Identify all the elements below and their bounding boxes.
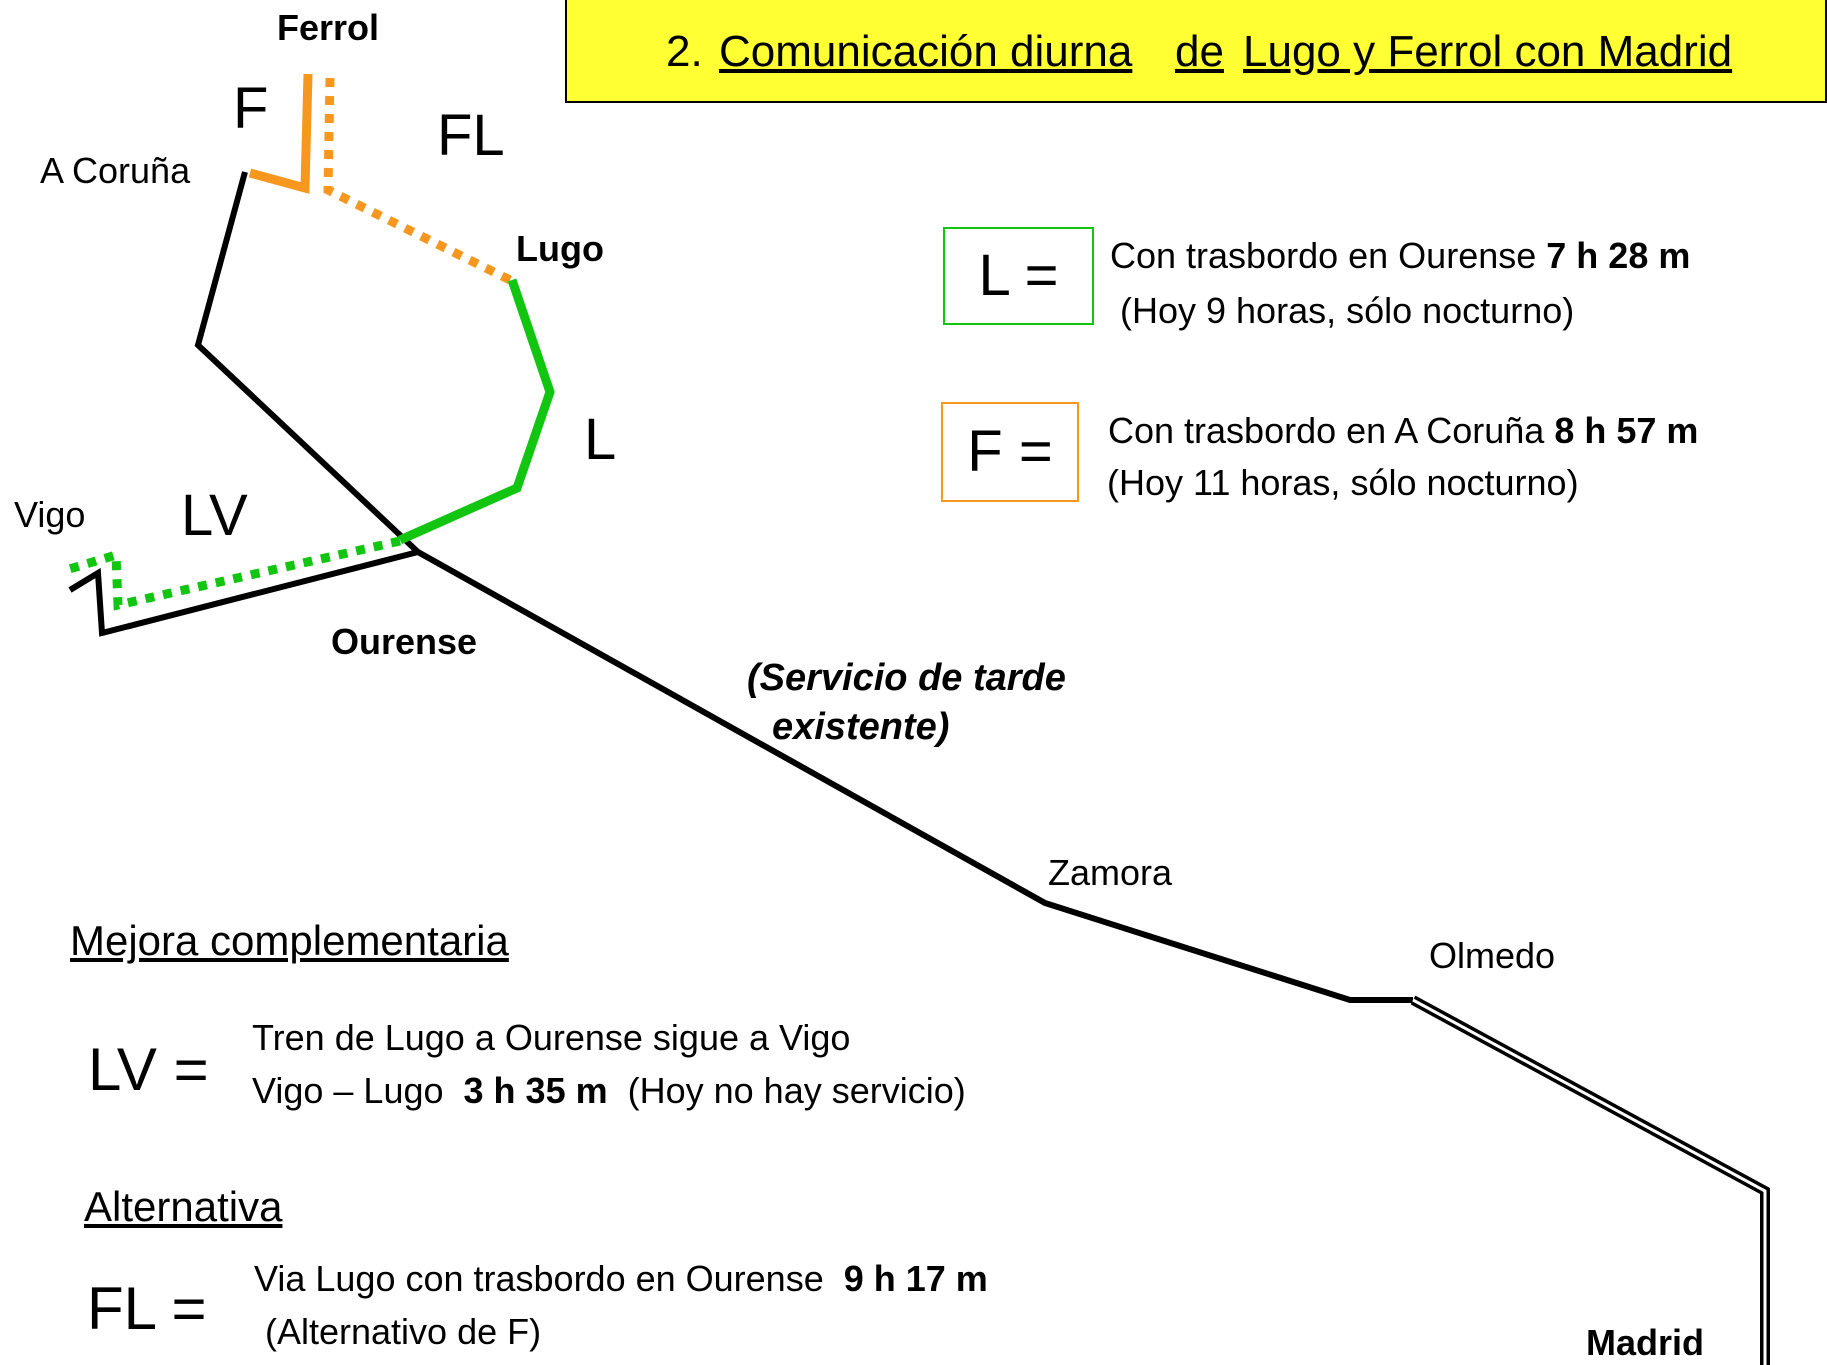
city-vigo: Vigo [14,494,86,535]
legend-L-text: Con trasbordo en Ourense [1110,235,1537,276]
legend-F-line-2: (Hoy 11 horas, sólo nocturno) [1107,462,1579,503]
route-FL-line [323,77,512,285]
legend-L-line-1: Con trasbordo en Ourense 7 h 28 m [1110,238,1690,274]
legend-F-text: Con trasbordo en A Coruña [1108,410,1545,451]
route-F-line [248,73,313,194]
line-coruna-ourense-olmedo [194,171,1413,1003]
mejora-heading: Mejora complementaria [70,917,509,964]
title-banner: 2. Comunicación diurna de Lugo y Ferrol … [565,0,1827,103]
mejora-route: Vigo – Lugo [252,1070,444,1111]
legend-F-line-1: Con trasbordo en A Coruña 8 h 57 m [1108,413,1698,449]
city-olmedo: Olmedo [1429,935,1556,976]
city-ourense: Ourense [331,621,478,662]
legend-F-time: 8 h 57 m [1554,410,1699,451]
mejora-note: (Hoy no hay servicio) [627,1070,966,1111]
route-label-L: L [584,407,617,472]
city-coruna: A Coruña [40,150,191,191]
mejora-line-2: Vigo – Lugo 3 h 35 m (Hoy no hay servici… [252,1073,966,1109]
mejora-time: 3 h 35 m [463,1070,608,1111]
line-vigo-ourense [68,549,419,637]
legend-L-line-2: (Hoy 9 horas, sólo nocturno) [1120,290,1575,331]
title-part-3: Lugo y Ferrol con Madrid [1243,27,1733,76]
line-olmedo-madrid-inner [1412,998,1767,1365]
city-madrid: Madrid [1586,1322,1705,1363]
city-ferrol: Ferrol [277,7,380,48]
alternativa-text: Via Lugo con trasbordo en Ourense [254,1258,824,1299]
note-line-2: existente) [772,706,950,748]
city-zamora: Zamora [1048,852,1173,893]
mejora-line-1: Tren de Lugo a Ourense sigue a Vigo [252,1017,851,1058]
legend-L-key-text: L = [978,243,1059,308]
city-lugo: Lugo [516,228,604,269]
note-line-1: (Servicio de tarde [747,657,1066,699]
mejora-key: LV = [88,1036,209,1103]
title-part-2: de [1175,27,1224,76]
route-label-LV: LV [181,483,248,548]
title-number: 2. [666,27,703,76]
title-part-1: Comunicación diurna [719,27,1133,76]
route-LV-line [64,536,401,611]
legend-L-key: L = [943,227,1094,325]
alternativa-heading: Alternativa [84,1183,283,1230]
route-label-F: F [233,76,269,141]
legend-F-key: F = [941,402,1079,502]
legend-F-key-text: F = [967,419,1053,484]
route-label-FL: FL [437,103,505,168]
legend-L-time: 7 h 28 m [1546,235,1691,276]
alternativa-line-2: (Alternativo de F) [265,1311,542,1352]
line-olmedo-madrid [1410,995,1770,1365]
route-L-line [398,278,555,545]
alternativa-line-1: Via Lugo con trasbordo en Ourense 9 h 17… [254,1261,988,1297]
alternativa-key: FL = [87,1275,207,1342]
alternativa-time: 9 h 17 m [843,1258,988,1299]
